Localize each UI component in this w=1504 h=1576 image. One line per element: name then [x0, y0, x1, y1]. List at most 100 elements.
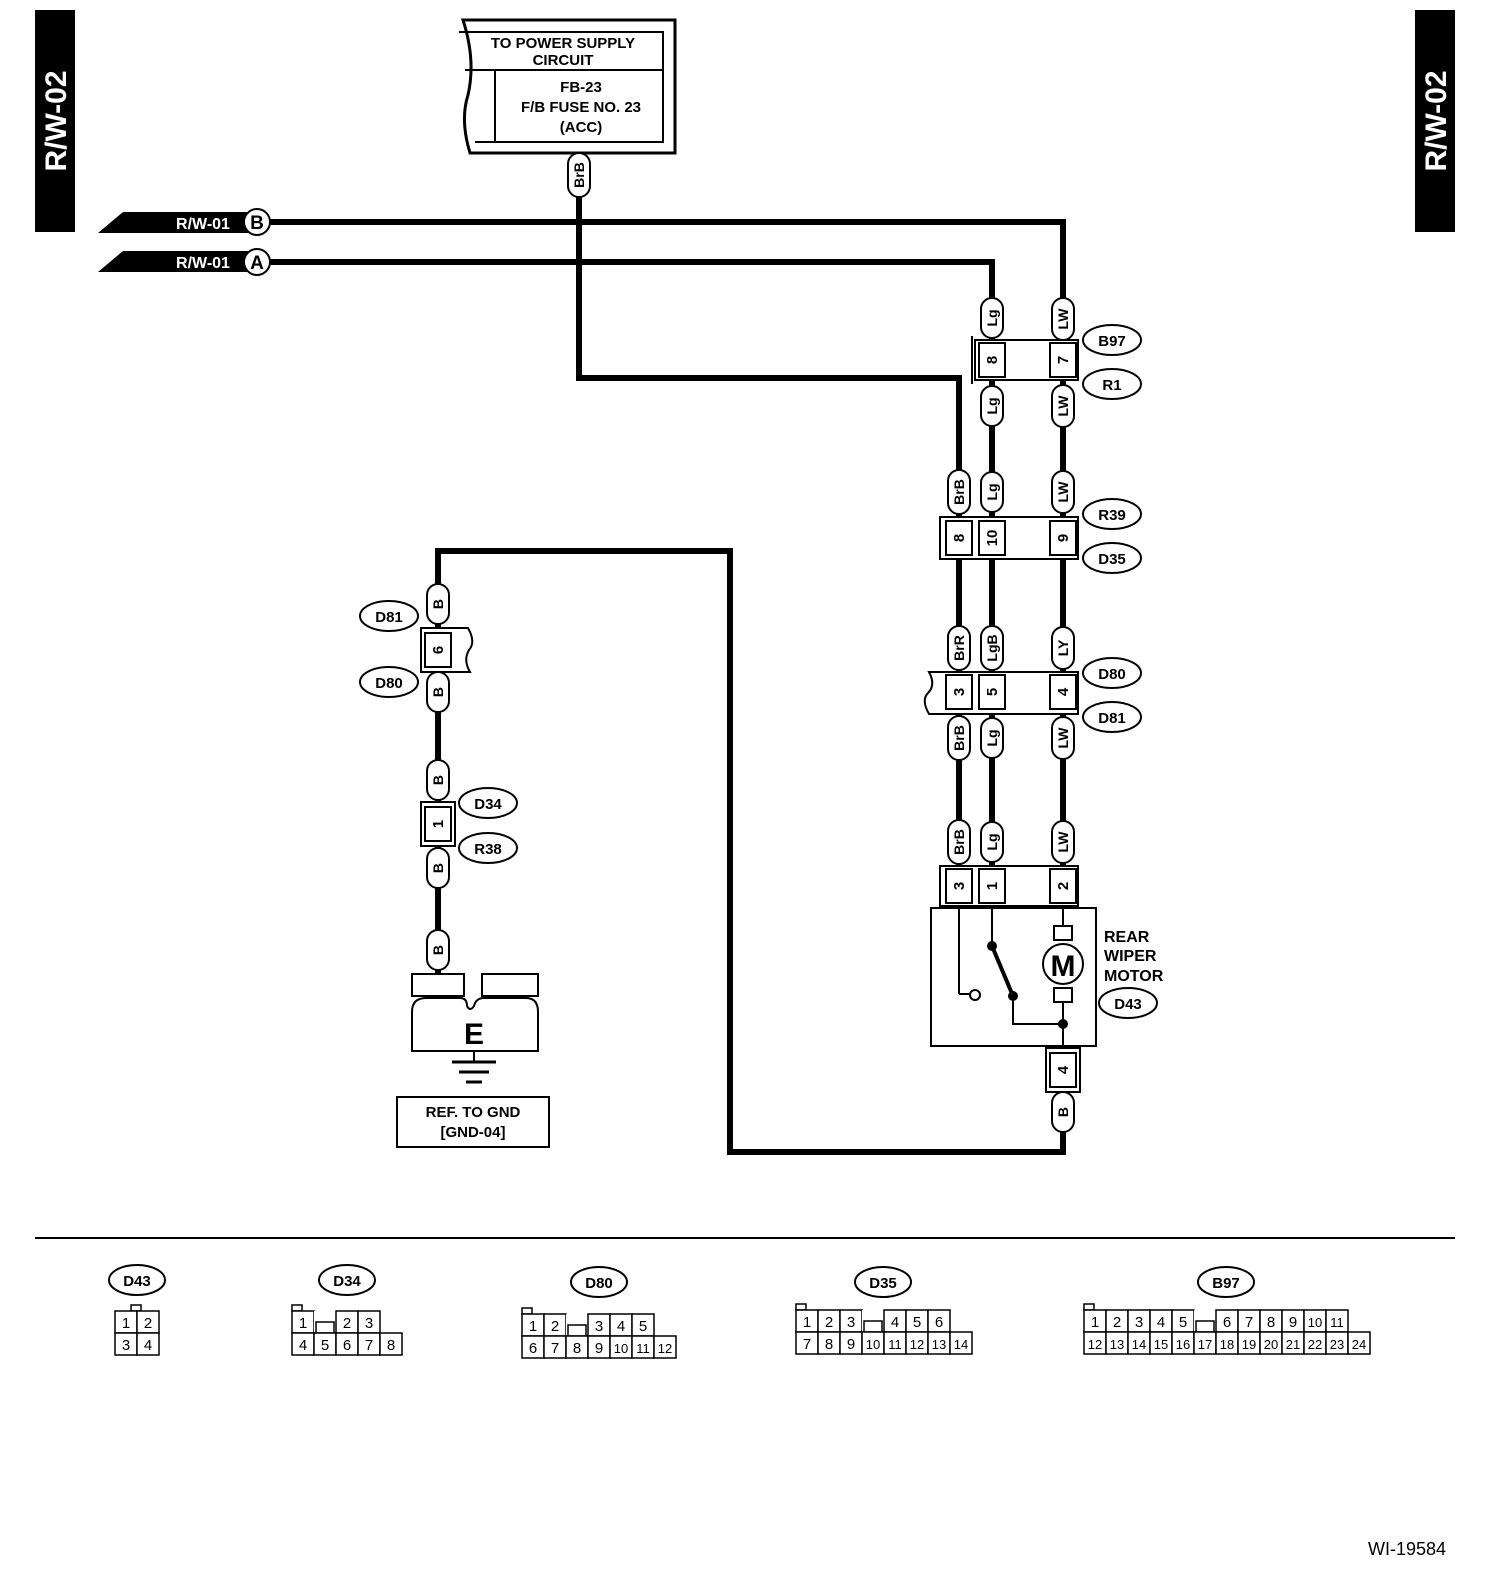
figure-id: WI-19584 [1368, 1539, 1446, 1559]
pin-number: 3 [595, 1318, 603, 1335]
wire-label-brb-3: BrB [947, 715, 971, 761]
svg-text:B: B [430, 775, 446, 785]
tag-b97: B97 [1082, 324, 1142, 356]
pin-d43-lw: 2 [1055, 882, 1072, 890]
pin-r39-lw: 9 [1055, 534, 1072, 542]
wire-brb [576, 195, 962, 1010]
svg-text:D43: D43 [1114, 996, 1142, 1013]
pin-number: 16 [1176, 1337, 1190, 1352]
pin-number: 1 [803, 1314, 811, 1331]
input-marker-b: B [250, 213, 264, 234]
wire-label-b-2: B [426, 671, 450, 713]
wire-label-brb-4: BrB [947, 819, 971, 865]
pin-number: 2 [825, 1314, 833, 1331]
fuse-name: F/B FUSE NO. 23 [521, 99, 641, 116]
tag-d80-left: D80 [359, 666, 419, 698]
pin-cell [136, 1332, 160, 1356]
svg-text:D35: D35 [1098, 551, 1126, 568]
page-tab-left: R/W-02 [35, 10, 75, 232]
pin-cell [1347, 1331, 1371, 1355]
ground-terminal: E [411, 973, 539, 1084]
wire-label-lg-3: Lg [980, 471, 1004, 513]
connector-d43-top: 3 1 2 [939, 865, 1079, 907]
pin-number: 18 [1220, 1337, 1234, 1352]
connector-key [567, 1324, 587, 1337]
pin-number: 3 [1135, 1314, 1143, 1331]
pin-number: 6 [343, 1337, 351, 1354]
pin-number: 17 [1198, 1337, 1212, 1352]
pin-number: 9 [595, 1340, 603, 1357]
connector-view-d35-name: D35 [869, 1275, 897, 1292]
pin-number: 2 [1113, 1314, 1121, 1331]
svg-text:B97: B97 [1098, 333, 1126, 350]
svg-text:BrB: BrB [951, 829, 967, 855]
tag-d35: D35 [1082, 542, 1142, 574]
pin-number: 6 [529, 1340, 537, 1357]
connector-key [863, 1320, 883, 1333]
tag-d81-left: D81 [359, 600, 419, 632]
pin-cell [379, 1332, 403, 1356]
motor-label-2: WIPER [1104, 948, 1157, 965]
pin-number: 8 [573, 1340, 581, 1357]
pin-b97-lg: 8 [984, 356, 1001, 364]
connector-view-d80-name: D80 [585, 1275, 613, 1292]
ground-ref-box: REF. TO GND [GND-04] [396, 1096, 550, 1148]
wire-label-lw-1: LW [1051, 297, 1075, 341]
svg-text:D81: D81 [1098, 710, 1126, 727]
pin-number: 7 [1245, 1314, 1253, 1331]
tag-d43: D43 [1098, 987, 1158, 1019]
pin-number: 5 [1179, 1314, 1187, 1331]
connector-d81-left: 6 [420, 627, 474, 673]
pin-number: 5 [321, 1337, 329, 1354]
pin-number: 3 [847, 1314, 855, 1331]
ground-symbol: E [464, 1018, 484, 1051]
input-ref-b: R/W-01 [176, 216, 230, 233]
motor-label-1: REAR [1104, 929, 1150, 946]
pin-d80-lgb: 5 [984, 688, 1001, 696]
connector-view-d34: D34 [318, 1264, 376, 1296]
wire-label-lgb: LgB [980, 625, 1004, 671]
svg-text:Lg: Lg [984, 483, 1000, 500]
pin-number: 3 [365, 1315, 373, 1332]
svg-text:LY: LY [1055, 639, 1071, 656]
pin-number: 7 [551, 1340, 559, 1357]
pin-d43-lg: 1 [984, 882, 1001, 890]
pin-number: 4 [299, 1337, 307, 1354]
svg-text:BrR: BrR [951, 635, 967, 661]
svg-text:B: B [430, 687, 446, 697]
connector-latch [521, 1307, 533, 1315]
connector-view-d43: D43 [108, 1264, 166, 1296]
pin-d80-ly: 4 [1055, 687, 1072, 696]
svg-text:LW: LW [1055, 481, 1071, 503]
connector-b97-r1: 8 7 [971, 336, 1079, 384]
pin-number: 2 [551, 1318, 559, 1335]
pin-number: 21 [1286, 1337, 1300, 1352]
svg-text:R38: R38 [474, 841, 502, 858]
motor-label: REAR WIPER MOTOR [1104, 929, 1164, 985]
pin-number: 9 [1289, 1314, 1297, 1331]
svg-text:LgB: LgB [984, 634, 1000, 661]
tag-r1: R1 [1082, 368, 1142, 400]
wire-label-lw-4: LW [1051, 716, 1075, 760]
pin-r39-lg: 10 [984, 530, 1001, 547]
pin-number: 6 [935, 1314, 943, 1331]
svg-text:Lg: Lg [984, 729, 1000, 746]
connector-tags: B97 R1 R39 D35 D80 D81 D81 D80 D34 R38 D… [359, 324, 1158, 1019]
svg-text:B: B [430, 945, 446, 955]
pin-number: 6 [1223, 1314, 1231, 1331]
pin-number: 11 [888, 1337, 902, 1352]
wire-label-b-3: B [426, 759, 450, 801]
svg-text:Lg: Lg [984, 397, 1000, 414]
pin-number: 10 [614, 1341, 628, 1356]
svg-text:R39: R39 [1098, 507, 1126, 524]
svg-text:B: B [430, 599, 446, 609]
connector-d43-bottom: 4 [1045, 1047, 1081, 1093]
pin-number: 10 [866, 1337, 880, 1352]
pin-number: 4 [891, 1314, 899, 1331]
svg-text:D80: D80 [375, 675, 403, 692]
page-tab-right-label: R/W-02 [1420, 70, 1453, 171]
